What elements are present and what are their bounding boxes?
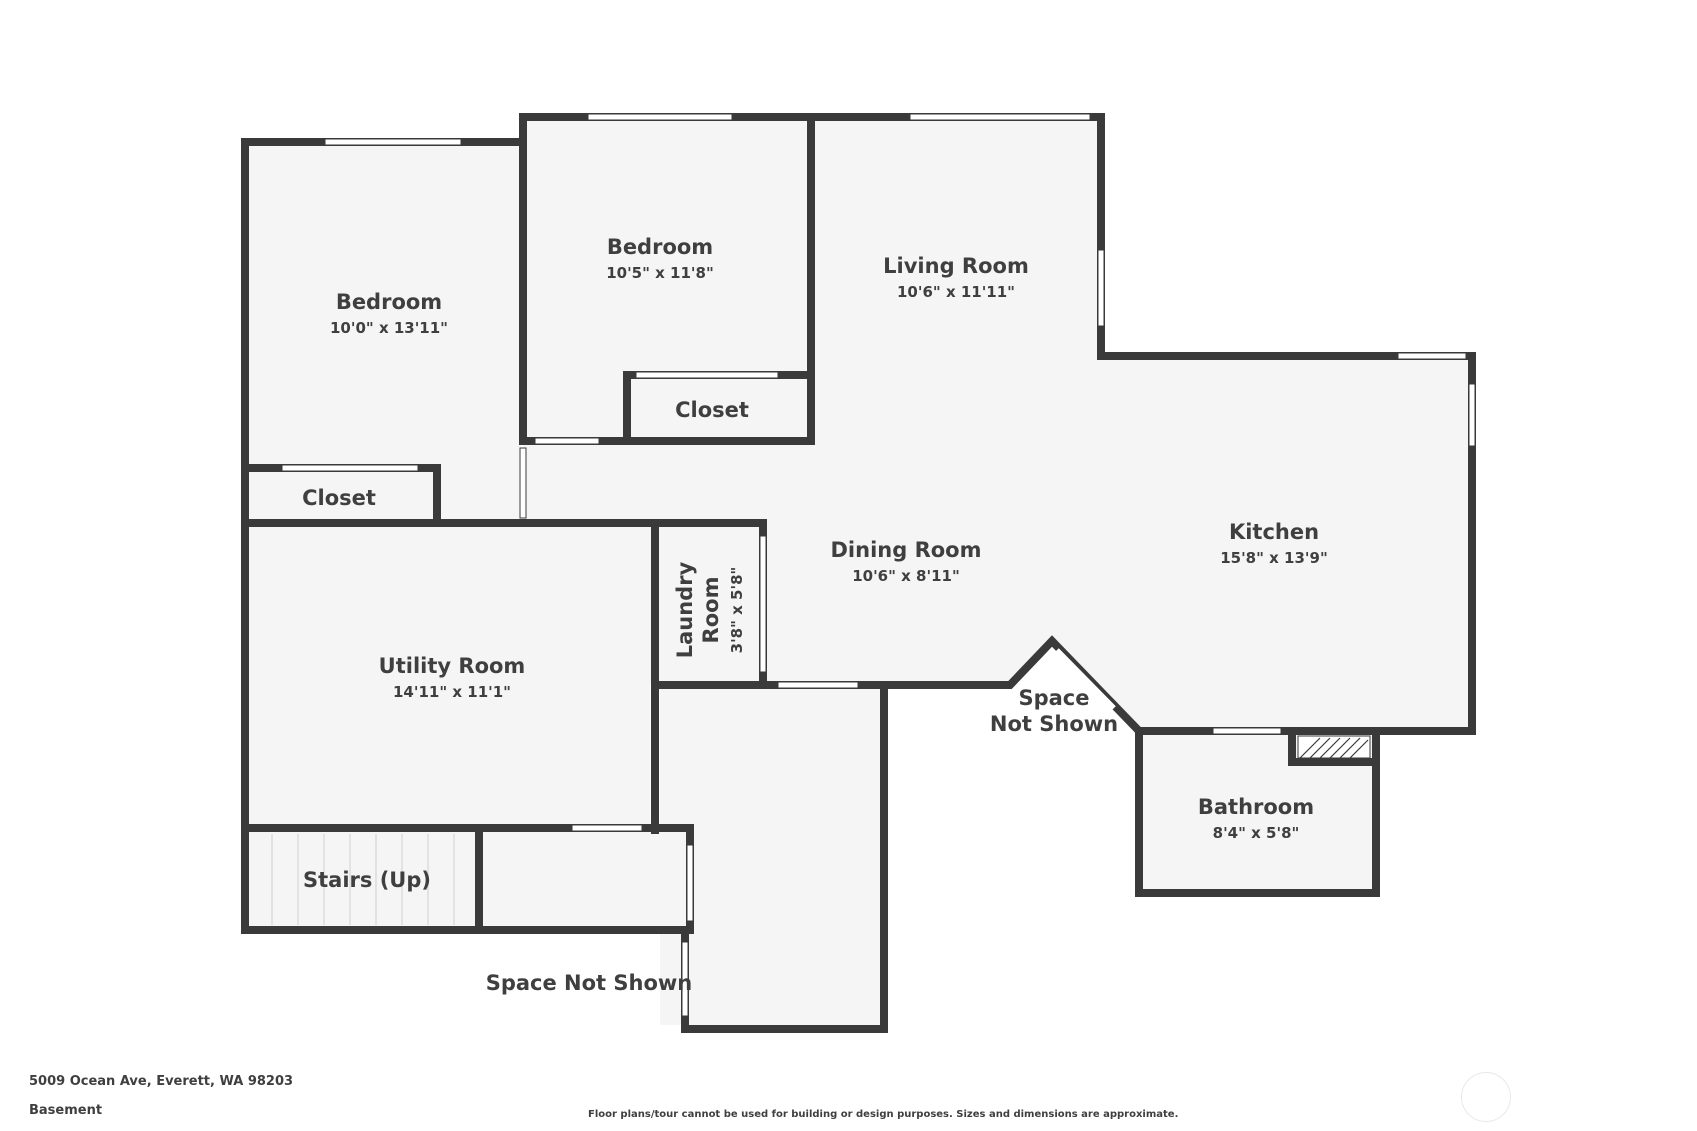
- laundry-room-dims: 3'8" x 5'8": [728, 567, 746, 654]
- kitchen-dims: 15'8" x 13'9": [1220, 549, 1328, 567]
- diagonal-opening: [1055, 648, 1116, 710]
- closet-left-name: Closet: [302, 486, 376, 510]
- laundry-room-label: Laundry Room 3'8" x 5'8": [673, 561, 746, 658]
- space-not-shown-right-line1: Space: [1018, 686, 1089, 710]
- laundry-room-name-line2: Room: [699, 577, 723, 644]
- stairs-name: Stairs (Up): [303, 868, 431, 892]
- closet-center-name: Closet: [675, 398, 749, 422]
- compass-icon: [1461, 1072, 1511, 1122]
- stair-treads: [271, 834, 455, 925]
- bathroom-name: Bathroom: [1198, 795, 1314, 819]
- floor-level: Basement: [29, 1103, 103, 1118]
- living-room-dims: 10'6" x 11'11": [897, 283, 1015, 301]
- bedroom-center-name: Bedroom: [607, 235, 713, 259]
- walls: [241, 113, 1476, 1033]
- bedroom-center-dims: 10'5" x 11'8": [606, 264, 714, 282]
- kitchen-name: Kitchen: [1229, 520, 1319, 544]
- dining-room-dims: 10'6" x 8'11": [852, 567, 960, 585]
- utility-room-name: Utility Room: [379, 654, 526, 678]
- bedroom-left-name: Bedroom: [336, 290, 442, 314]
- disclaimer: Floor plans/tour cannot be used for buil…: [588, 1109, 1179, 1120]
- space-not-shown-right-line2: Not Shown: [990, 712, 1118, 736]
- bathroom-dims: 8'4" x 5'8": [1213, 824, 1300, 842]
- laundry-room-name-line1: Laundry: [673, 561, 697, 658]
- space-not-shown-bottom-name: Space Not Shown: [486, 971, 693, 995]
- utility-room-dims: 14'11" x 11'1": [393, 683, 511, 701]
- property-address: 5009 Ocean Ave, Everett, WA 98203: [29, 1074, 294, 1089]
- hatched-fixture: [1297, 735, 1371, 759]
- dining-room-name: Dining Room: [831, 538, 982, 562]
- windows: [281, 113, 1476, 1017]
- living-room-name: Living Room: [883, 254, 1029, 278]
- bedroom-left-dims: 10'0" x 13'11": [330, 319, 448, 337]
